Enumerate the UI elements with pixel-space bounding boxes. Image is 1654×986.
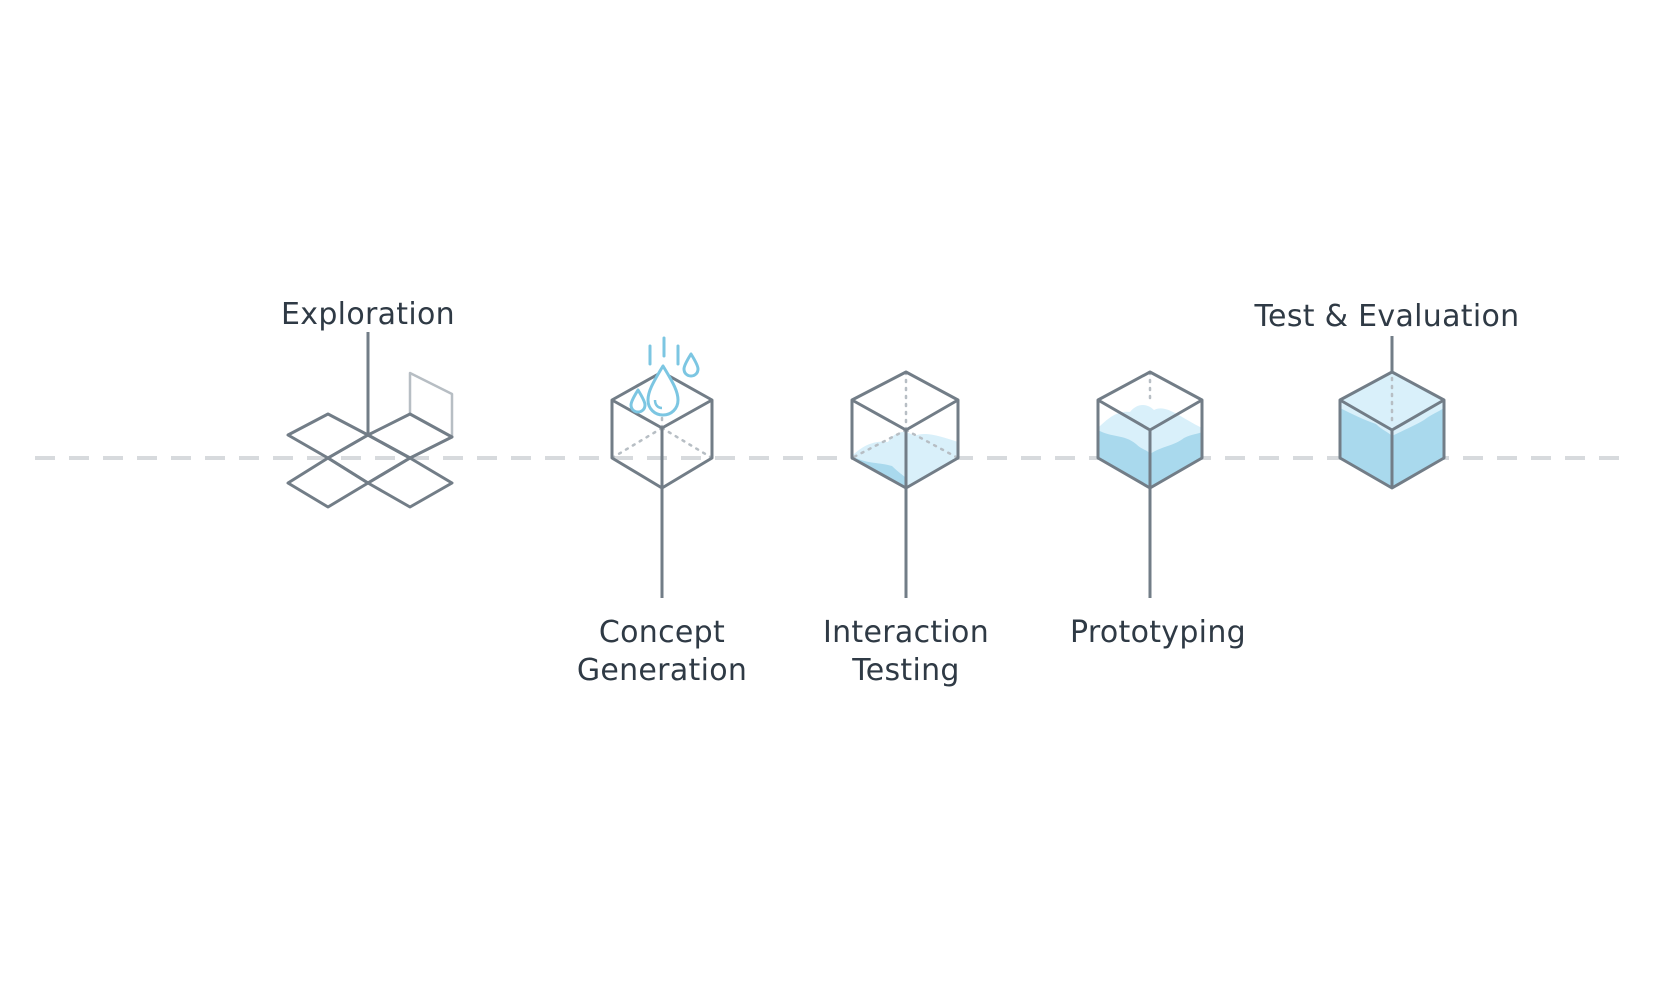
- label-prototyping: Prototyping: [1058, 614, 1258, 652]
- label-concept-generation: Concept Generation: [562, 614, 762, 690]
- unfolded-box-icon: [286, 332, 454, 509]
- label-interaction-testing-line-1: Interaction: [822, 615, 990, 650]
- label-interaction-testing-line-2: Testing: [852, 653, 960, 688]
- label-test-evaluation: Test & Evaluation: [1237, 298, 1537, 336]
- label-exploration: Exploration: [278, 296, 458, 334]
- label-test-evaluation-line-1: Test & Evaluation: [1254, 299, 1520, 334]
- cube-full-fill-icon: [1338, 370, 1446, 490]
- cube-half-fill-icon: [1096, 370, 1204, 490]
- cube-low-fill-icon: [850, 370, 960, 490]
- label-exploration-line-1: Exploration: [281, 297, 455, 332]
- label-concept-generation-line-1: Concept: [598, 615, 726, 650]
- label-concept-generation-line-2: Generation: [576, 653, 748, 688]
- label-interaction-testing: Interaction Testing: [806, 614, 1006, 690]
- cube-with-water-drops-icon: [610, 336, 714, 490]
- label-prototyping-line-1: Prototyping: [1070, 615, 1246, 650]
